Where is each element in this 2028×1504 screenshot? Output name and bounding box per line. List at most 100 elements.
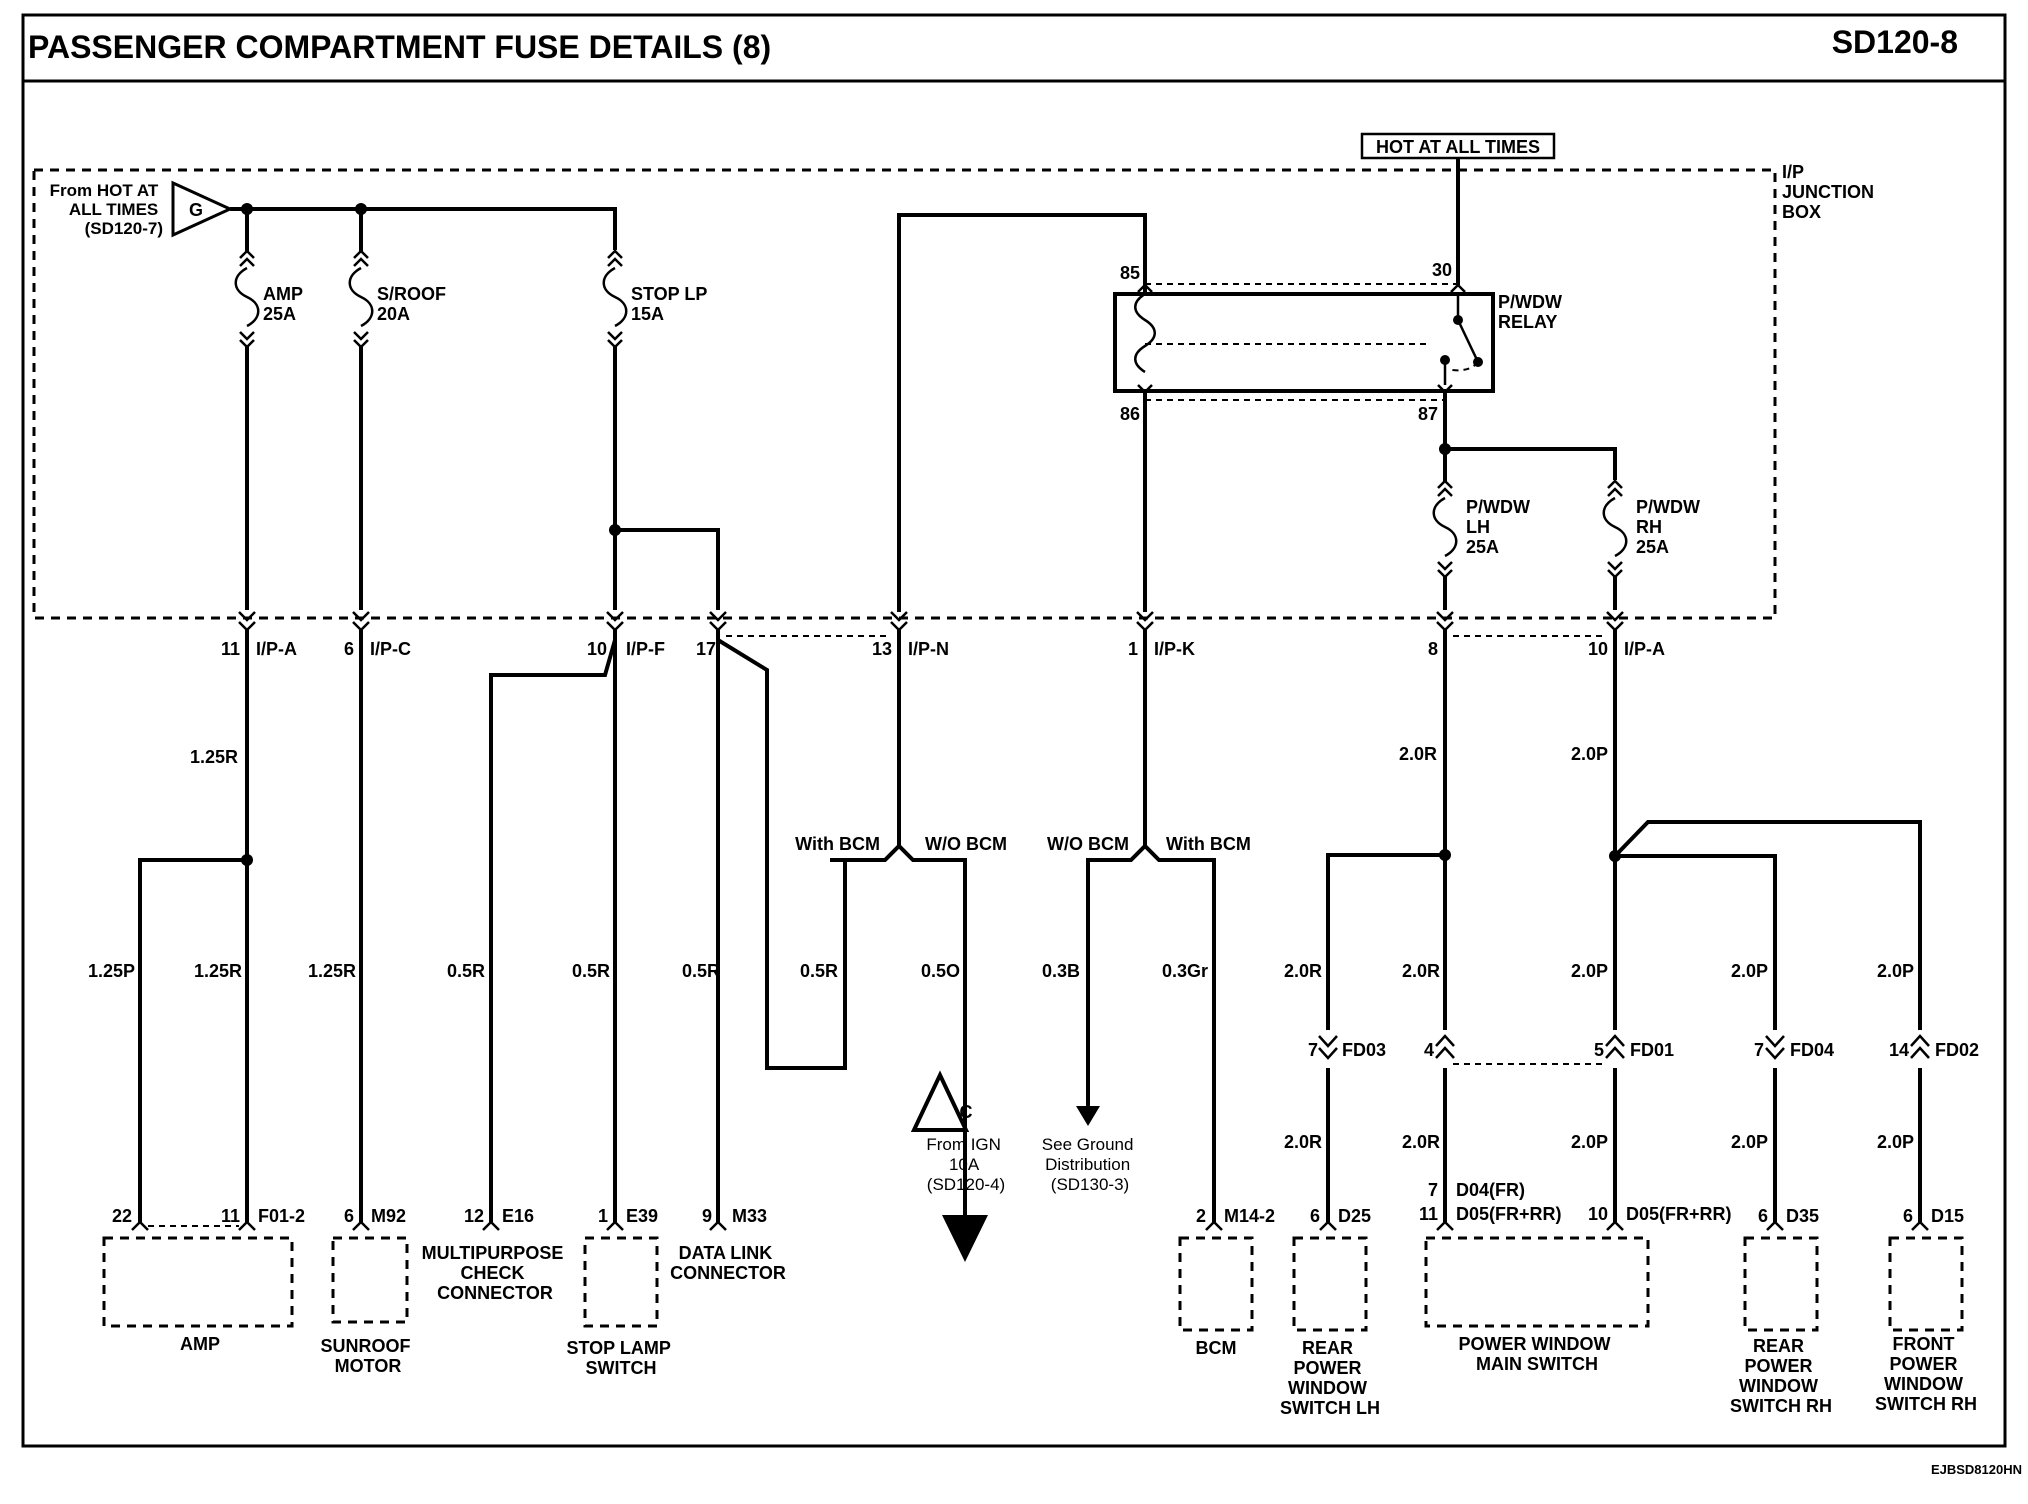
jb-pin-sroof-conn: I/P-C: [370, 639, 411, 659]
option-wo-bcm-label: W/O BCM: [925, 834, 1007, 854]
jb-pin-rh-conn: I/P-A: [1624, 639, 1665, 659]
splice: [1609, 850, 1621, 862]
wire-label: 0.5R: [447, 961, 485, 981]
front-power-window-switch-rh-component: [1888, 1236, 1964, 1332]
page-title: PASSENGER COMPARTMENT FUSE DETAILS (8): [28, 29, 771, 65]
amp-component: [102, 1236, 294, 1328]
wire-label: 1.25R: [194, 961, 242, 981]
connector-c-triangle: [910, 1070, 970, 1132]
relay-switch-icon: [1456, 319, 1480, 363]
jb-pin-sroof-num: 6: [344, 639, 354, 659]
fuse-pwdw-rh-label: P/WDW RH 25A: [1636, 497, 1705, 557]
relay-pin-86: 86: [1120, 404, 1140, 424]
fd02-conn: FD02: [1935, 1040, 1979, 1060]
sunroof-motor-label: SUNROOF MOTOR: [320, 1336, 415, 1376]
wire-label: 2.0P: [1877, 961, 1914, 981]
amp-label: AMP: [180, 1334, 220, 1354]
wire-label: 0.3B: [1042, 961, 1080, 981]
jb-pin-stop-conn: I/P-F: [626, 639, 665, 659]
fuse-terminal-icon: [239, 249, 255, 267]
main-conn-d04: D04(FR): [1456, 1180, 1525, 1200]
fuse-terminal-icon: [239, 331, 255, 349]
jb-output-connectors: [238, 611, 1624, 632]
fuse-sroof-icon: [348, 266, 374, 328]
wire-label: 2.0P: [1731, 1132, 1768, 1152]
fd02-num: 14: [1889, 1040, 1909, 1060]
bcm-component: [1178, 1236, 1254, 1332]
fd01-num: 5: [1594, 1040, 1604, 1060]
main-pin-10: 10: [1588, 1204, 1608, 1224]
wire-label: 0.5O: [921, 961, 960, 981]
fd04-num: 7: [1754, 1040, 1764, 1060]
relay-box: [1113, 292, 1495, 393]
jb-pin-n-conn: I/P-N: [908, 639, 949, 659]
fd01-lh-num: 4: [1424, 1040, 1434, 1060]
option-with-bcm-label: With BCM: [795, 834, 880, 854]
mcc-pin: 12: [464, 1206, 484, 1226]
relay-label: P/WDW RELAY: [1498, 292, 1567, 332]
wire-label: 0.5R: [572, 961, 610, 981]
wire-label: 2.0P: [1571, 1132, 1608, 1152]
fd03-num: 7: [1308, 1040, 1318, 1060]
component-connectors: [131, 1220, 1929, 1231]
rear-power-window-switch-rh-component: [1743, 1236, 1819, 1332]
rear-power-window-switch-lh-component: [1292, 1236, 1368, 1332]
hot-at-all-times-label: HOT AT ALL TIMES: [1376, 137, 1540, 157]
jb-pin-rh-num: 10: [1588, 639, 1608, 659]
fuse-amp-label: AMP 25A: [263, 284, 308, 324]
splice: [1439, 849, 1451, 861]
stop-switch-conn: E39: [626, 1206, 658, 1226]
wire-label: 2.0P: [1731, 961, 1768, 981]
fuse-stoplp-label: STOP LP 15A: [631, 284, 712, 324]
connector-c-label: C: [960, 1102, 973, 1122]
mcc-wire: [489, 639, 617, 1222]
dlc-conn: M33: [732, 1206, 767, 1226]
mcc-conn: E16: [502, 1206, 534, 1226]
relay-coil-icon: [1134, 292, 1156, 374]
front-rh-pin: 6: [1903, 1206, 1913, 1226]
page-frame: [21, 13, 2007, 1448]
relay-coil-feed-wire: [897, 213, 1147, 612]
front-rh-conn: D15: [1931, 1206, 1964, 1226]
mcc-label: MULTIPURPOSE CHECK CONNECTOR: [422, 1243, 569, 1303]
power-window-main-switch-label: POWER WINDOW MAIN SWITCH: [1459, 1334, 1616, 1374]
stop-lamp-switch-component: [583, 1236, 659, 1328]
jb-pin-lh-num: 8: [1428, 639, 1438, 659]
power-window-main-switch-component: [1424, 1236, 1650, 1328]
sunroof-conn: M92: [371, 1206, 406, 1226]
ground-ref-label: See Ground Distribution (SD130-3): [1042, 1135, 1138, 1194]
rear-power-window-switch-rh-label: REAR POWER WINDOW SWITCH RH: [1730, 1336, 1832, 1416]
from-hot-label: From HOT AT ALL TIMES (SD120-7): [50, 181, 163, 238]
jb-pin-amp-num: 11: [221, 639, 240, 659]
dlc-pin: 9: [702, 1206, 712, 1226]
wire-label: 2.0R: [1402, 1132, 1440, 1152]
relay-pin-85: 85: [1120, 263, 1140, 283]
wire-label: 1.25R: [308, 961, 356, 981]
page-code: SD120-8: [1832, 24, 1958, 60]
front-power-window-switch-rh-label: FRONT POWER WINDOW SWITCH RH: [1875, 1334, 1977, 1414]
stop-switch-pin: 1: [598, 1206, 608, 1226]
wire-label: 0.5R: [800, 961, 838, 981]
stop-lamp-switch-label: STOP LAMP SWITCH: [566, 1338, 675, 1378]
jb-pin-k-conn: I/P-K: [1154, 639, 1195, 659]
ground-arrow-icon: [1076, 1106, 1100, 1126]
relay-pin-87: 87: [1418, 404, 1438, 424]
fd-connectors: [1318, 1030, 1930, 1068]
jb-pin-n-num: 13: [872, 639, 892, 659]
relay-pin-30: 30: [1432, 260, 1452, 280]
wire-label: 2.0P: [1571, 744, 1608, 764]
splice: [609, 524, 621, 536]
connector-g-triangle: [171, 180, 234, 238]
dlc-bcm-branch-wire: [716, 638, 847, 1070]
main-conn-d05-rh: D05(FR+RR): [1626, 1204, 1732, 1224]
fd04-conn: FD04: [1790, 1040, 1834, 1060]
main-pin-7: 7: [1428, 1180, 1438, 1200]
fd01-conn: FD01: [1630, 1040, 1674, 1060]
option-with-bcm-label: With BCM: [1166, 834, 1251, 854]
main-conn-d05-lh: D05(FR+RR): [1456, 1204, 1562, 1224]
jb-pin-k-num: 1: [1128, 639, 1138, 659]
sunroof-motor-component: [331, 1236, 409, 1324]
rear-lh-pin: 6: [1310, 1206, 1320, 1226]
jb-pin-amp-conn: I/P-A: [256, 639, 297, 659]
bcm-label: BCM: [1196, 1338, 1237, 1358]
